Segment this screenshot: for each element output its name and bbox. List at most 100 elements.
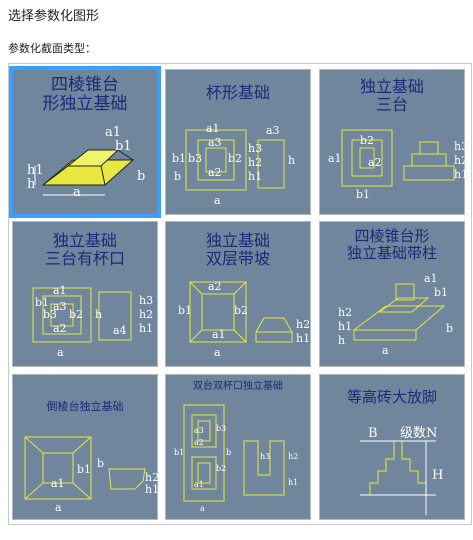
svg-text:b1: b1 bbox=[178, 304, 192, 317]
svg-text:a2: a2 bbox=[368, 156, 382, 169]
svg-text:a: a bbox=[214, 194, 221, 207]
svg-text:B: B bbox=[368, 426, 378, 441]
svg-text:h1: h1 bbox=[454, 168, 468, 181]
svg-text:h3: h3 bbox=[248, 142, 262, 155]
svg-text:a1: a1 bbox=[53, 284, 67, 297]
shape-grid: 四棱锥台 形独立基础 a1 b1 h1 h a b 杯形基础 bbox=[8, 63, 472, 525]
svg-text:a: a bbox=[382, 344, 389, 357]
svg-text:a1: a1 bbox=[194, 480, 204, 489]
shape-tile-double-sloped-footing[interactable]: 独立基础 双层带坡 a2 b1 b2 a1 h2 h1 a bbox=[165, 221, 311, 367]
cup-footing-diagram: a1 b1 a3 b3 a2 b2 h3 h2 h h1 a3 b a bbox=[172, 122, 295, 207]
svg-text:h2: h2 bbox=[296, 318, 310, 331]
svg-text:h3: h3 bbox=[454, 140, 468, 153]
svg-text:h: h bbox=[95, 308, 102, 321]
shape-tile-three-step-footing[interactable]: 独立基础 三台 a1 b2 a2 b1 h3 h2 h1 bbox=[319, 69, 468, 215]
double-sloped-footing-diagram: a2 b1 b2 a1 h2 h1 a bbox=[178, 280, 310, 359]
inverted-frustum-footing-diagram: b1 a1 b h2 h1 a bbox=[24, 436, 159, 514]
svg-text:a3: a3 bbox=[194, 426, 204, 435]
svg-text:h1: h1 bbox=[338, 320, 352, 333]
svg-text:a3: a3 bbox=[53, 300, 67, 313]
svg-text:h3: h3 bbox=[139, 294, 153, 307]
svg-text:a: a bbox=[73, 185, 81, 200]
svg-text:b: b bbox=[137, 169, 145, 184]
shape-tile-pyramid-footing[interactable]: 四棱锥台 形独立基础 a1 b1 h1 h a b bbox=[9, 66, 161, 218]
svg-text:b1: b1 bbox=[77, 463, 91, 476]
three-step-cup-footing-diagram: a1 b1 a3 b3 a2 b2 h a4 h3 h2 h1 a bbox=[32, 284, 153, 359]
shape-tile-brick-footing[interactable]: 等高砖大放脚 B 级数N H bbox=[319, 374, 465, 520]
svg-text:h2: h2 bbox=[139, 308, 153, 321]
shape-tile-pyramid-footing-with-column[interactable]: 四棱锥台形 独立基础带柱 a1 b1 h2 h1 h a b bbox=[319, 221, 465, 367]
pyramid-footing-diagram: a1 b1 h1 h a b bbox=[27, 125, 145, 200]
svg-text:a: a bbox=[214, 346, 221, 359]
svg-text:a2: a2 bbox=[208, 280, 222, 293]
svg-text:h: h bbox=[338, 334, 345, 347]
svg-text:h1: h1 bbox=[145, 483, 159, 496]
tile-label: 独立基础 三台 bbox=[359, 77, 424, 114]
svg-text:b2: b2 bbox=[228, 152, 242, 165]
svg-text:a2: a2 bbox=[194, 438, 204, 447]
double-cup-footing-diagram: a3 b3 a2 b2 a1 b1 b h3 h2 h1 a bbox=[174, 404, 298, 513]
tile-label: 独立基础 三台有杯口 bbox=[44, 231, 125, 268]
svg-text:a: a bbox=[200, 504, 205, 513]
tile-label: 倒棱台独立基础 bbox=[46, 400, 124, 413]
three-step-footing-diagram: a1 b2 a2 b1 h3 h2 h1 bbox=[328, 129, 468, 201]
svg-text:a1: a1 bbox=[105, 125, 121, 140]
svg-text:b2: b2 bbox=[234, 304, 248, 317]
svg-text:级数N: 级数N bbox=[400, 426, 437, 441]
svg-text:b2: b2 bbox=[216, 464, 226, 473]
svg-text:b: b bbox=[174, 170, 181, 183]
svg-text:h2: h2 bbox=[454, 154, 468, 167]
svg-text:h2: h2 bbox=[248, 156, 262, 169]
svg-text:a1: a1 bbox=[206, 122, 220, 135]
svg-text:H: H bbox=[432, 468, 443, 483]
brick-footing-diagram: B 级数N H bbox=[360, 426, 443, 515]
svg-text:a1: a1 bbox=[424, 272, 438, 285]
svg-text:h1: h1 bbox=[139, 322, 153, 335]
svg-text:b: b bbox=[226, 448, 231, 457]
svg-text:a1: a1 bbox=[212, 328, 226, 341]
svg-text:b: b bbox=[97, 457, 104, 470]
pyramid-footing-with-column-diagram: a1 b1 h2 h1 h a b bbox=[338, 272, 453, 357]
svg-text:b1: b1 bbox=[174, 448, 184, 457]
svg-text:h: h bbox=[27, 177, 36, 192]
shape-tile-inverted-frustum-footing[interactable]: 倒棱台独立基础 b1 a1 b h2 h1 a bbox=[12, 374, 159, 520]
svg-text:h2: h2 bbox=[338, 306, 352, 319]
tile-label: 双台双杯口独立基础 bbox=[193, 381, 283, 392]
tile-label: 四棱锥台 形独立基础 bbox=[42, 75, 128, 114]
svg-text:a1: a1 bbox=[51, 477, 65, 490]
svg-text:a2: a2 bbox=[53, 322, 67, 335]
svg-text:b2: b2 bbox=[69, 308, 83, 321]
tile-label: 四棱锥台形 独立基础带柱 bbox=[346, 227, 437, 262]
svg-text:b3: b3 bbox=[43, 308, 57, 321]
section-label: 参数化截面类型： bbox=[8, 42, 96, 55]
svg-text:a3: a3 bbox=[266, 124, 280, 137]
svg-text:a2: a2 bbox=[208, 166, 222, 179]
svg-text:h2: h2 bbox=[145, 471, 159, 484]
svg-text:b1: b1 bbox=[35, 296, 49, 309]
page-title: 选择参数化图形 bbox=[8, 9, 100, 24]
svg-text:b1: b1 bbox=[172, 152, 186, 165]
shape-tile-cup-footing[interactable]: 杯形基础 a1 b1 a3 b3 a2 b2 h3 h2 h h1 a3 b a bbox=[165, 69, 311, 215]
shape-tile-three-step-cup-footing[interactable]: 独立基础 三台有杯口 a1 b1 a3 b3 a2 b2 h a4 h3 h2 … bbox=[12, 221, 158, 367]
svg-text:h1: h1 bbox=[296, 332, 310, 345]
svg-text:a: a bbox=[55, 501, 62, 514]
svg-text:b3: b3 bbox=[216, 424, 226, 433]
svg-text:h1: h1 bbox=[288, 478, 298, 487]
tile-label: 等高砖大放脚 bbox=[346, 388, 437, 406]
svg-text:h1: h1 bbox=[27, 163, 44, 178]
svg-text:h2: h2 bbox=[288, 452, 298, 461]
svg-text:b3: b3 bbox=[188, 152, 202, 165]
svg-text:b2: b2 bbox=[360, 134, 374, 147]
svg-text:h: h bbox=[288, 154, 295, 167]
svg-text:b1: b1 bbox=[356, 188, 370, 201]
tile-label: 独立基础 双层带坡 bbox=[205, 231, 270, 268]
svg-text:a4: a4 bbox=[113, 324, 127, 337]
svg-text:h3: h3 bbox=[260, 452, 270, 461]
svg-text:a1: a1 bbox=[328, 152, 342, 165]
shape-tile-double-cup-footing[interactable]: 双台双杯口独立基础 a3 b3 a2 b2 a1 b1 b h3 h2 h1 a bbox=[165, 374, 311, 520]
svg-text:b1: b1 bbox=[115, 139, 132, 154]
svg-text:b: b bbox=[446, 322, 453, 335]
svg-text:h1: h1 bbox=[248, 170, 262, 183]
svg-text:b1: b1 bbox=[434, 286, 448, 299]
tile-label: 杯形基础 bbox=[205, 83, 270, 102]
